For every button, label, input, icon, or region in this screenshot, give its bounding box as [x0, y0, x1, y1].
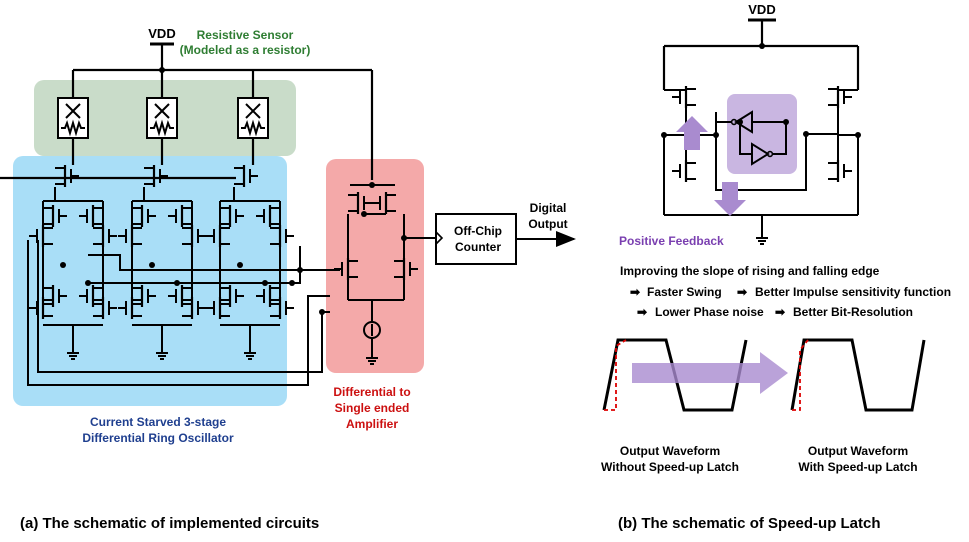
- off-chip-counter-block: [435, 213, 517, 265]
- arrow-down-icon: [714, 182, 746, 216]
- amplifier-label-2: Single ended: [335, 401, 410, 415]
- benefit-impulse-sensitivity: Better Impulse sensitivity function: [755, 285, 951, 299]
- left-circuit: VDD Resistive Sensor (Modeled as a resis…: [0, 26, 576, 532]
- benefit-arrow-icon: ➡: [630, 285, 641, 299]
- caption-a: (a) The schematic of implemented circuit…: [20, 515, 319, 532]
- digital-output-label-1: Digital: [530, 201, 567, 215]
- sensor-resistor-3: [237, 97, 269, 139]
- improvement-arrow-icon: [632, 352, 788, 394]
- amplifier-circuit: [332, 182, 436, 365]
- waveform-right-label-1: Output Waveform: [808, 444, 908, 458]
- waveform-left-label-1: Output Waveform: [620, 444, 720, 458]
- counter-label-1: Off-Chip: [454, 224, 502, 238]
- counter-label-2: Counter: [455, 240, 501, 254]
- waveform-right-label-2: With Speed-up Latch: [798, 460, 917, 474]
- amplifier-label-3: Amplifier: [346, 417, 398, 431]
- sensor-resistor-1: [57, 97, 89, 139]
- benefit-faster-swing: Faster Swing: [647, 285, 722, 299]
- caption-b: (b) The schematic of Speed-up Latch: [618, 515, 881, 532]
- arrow-up-icon: [676, 116, 708, 150]
- benefit-bit-resolution: Better Bit-Resolution: [793, 305, 913, 319]
- oscillator-label: Current Starved 3-stage: [90, 415, 226, 429]
- benefit-arrow-icon: ➡: [637, 305, 648, 319]
- osc-stage-2: [116, 163, 208, 360]
- osc-stage-3: [204, 163, 296, 360]
- vdd-label-right: VDD: [748, 2, 775, 17]
- sensor-label: Resistive Sensor: [197, 28, 294, 42]
- waveform-with-latch: [790, 338, 926, 412]
- positive-feedback-label: Positive Feedback: [619, 234, 724, 248]
- digital-output-label-2: Output: [528, 217, 567, 231]
- improvement-heading: Improving the slope of rising and fallin…: [620, 264, 880, 278]
- oscillator-sublabel: Differential Ring Oscillator: [82, 431, 234, 445]
- vdd-label-left: VDD: [148, 26, 175, 41]
- amplifier-label-1: Differential to: [333, 385, 410, 399]
- sensor-sublabel: (Modeled as a resistor): [180, 43, 311, 57]
- oscillator-region: [13, 156, 287, 406]
- speed-up-latch: VDD Positive Feedback Improving the slop…: [601, 2, 951, 532]
- waveform-left-label-2: Without Speed-up Latch: [601, 460, 739, 474]
- benefit-phase-noise: Lower Phase noise: [655, 305, 764, 319]
- benefit-arrow-icon: ➡: [737, 285, 748, 299]
- osc-stage-1: [27, 163, 119, 360]
- amplifier-region: [326, 159, 424, 373]
- sensor-resistor-2: [146, 97, 178, 139]
- benefit-arrow-icon: ➡: [775, 305, 786, 319]
